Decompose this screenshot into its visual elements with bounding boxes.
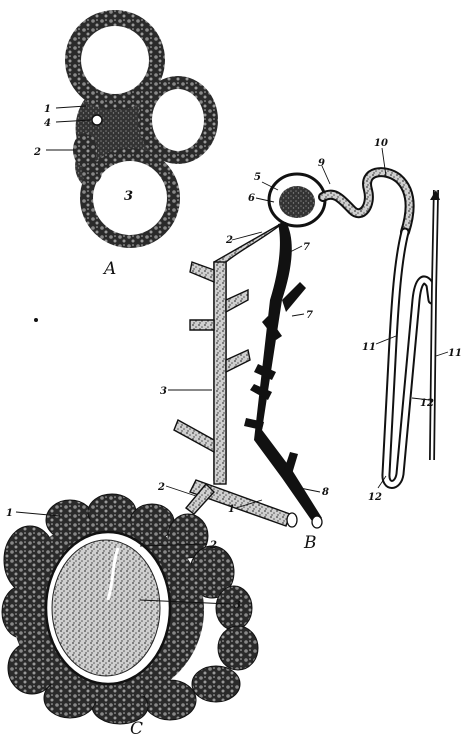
panel-b-dark-tree (244, 222, 322, 524)
label-b-8: 8 (322, 487, 329, 498)
panel-c-letter: C (130, 719, 143, 738)
panel-b: 5 6 9 10 2 7 7 3 11 12 11 12 2 1 8 B (157, 138, 462, 553)
label-c-2: 2 (209, 540, 217, 551)
label-b-12-right: 12 (420, 398, 434, 409)
label-b-11-left: 11 (362, 342, 376, 353)
panel-a-capillary (92, 115, 102, 125)
label-b-12-bottom: 12 (368, 492, 382, 503)
label-c-3: 3 (234, 600, 241, 611)
panel-a-letter: A (102, 259, 116, 279)
label-b-2-bottom: 2 (157, 482, 165, 493)
panel-c-glomerulus (52, 540, 160, 676)
panel-b-glomerulus (279, 186, 315, 218)
label-b-6: 6 (248, 193, 255, 204)
label-a-4: 4 (44, 118, 51, 129)
label-b-1: 1 (228, 504, 235, 515)
label-b-9: 9 (318, 158, 325, 169)
panel-c: 1 2 3 C (2, 494, 258, 738)
label-a-2: 2 (33, 147, 41, 158)
label-c-1: 1 (6, 508, 13, 519)
label-b-7-top: 7 (303, 242, 310, 253)
label-a-3: 3 (124, 189, 133, 204)
label-b-5: 5 (254, 172, 261, 183)
label-a-1: 1 (44, 104, 51, 115)
label-b-11-right: 11 (448, 348, 462, 359)
label-b-10: 10 (374, 138, 388, 149)
label-b-2-top: 2 (225, 235, 233, 246)
label-b-3: 3 (160, 386, 167, 397)
panel-a: 1 4 2 3 A (33, 10, 218, 279)
stray-dot (34, 318, 38, 322)
label-b-7-mid: 7 (306, 310, 313, 321)
panel-b-letter: B (303, 533, 317, 553)
